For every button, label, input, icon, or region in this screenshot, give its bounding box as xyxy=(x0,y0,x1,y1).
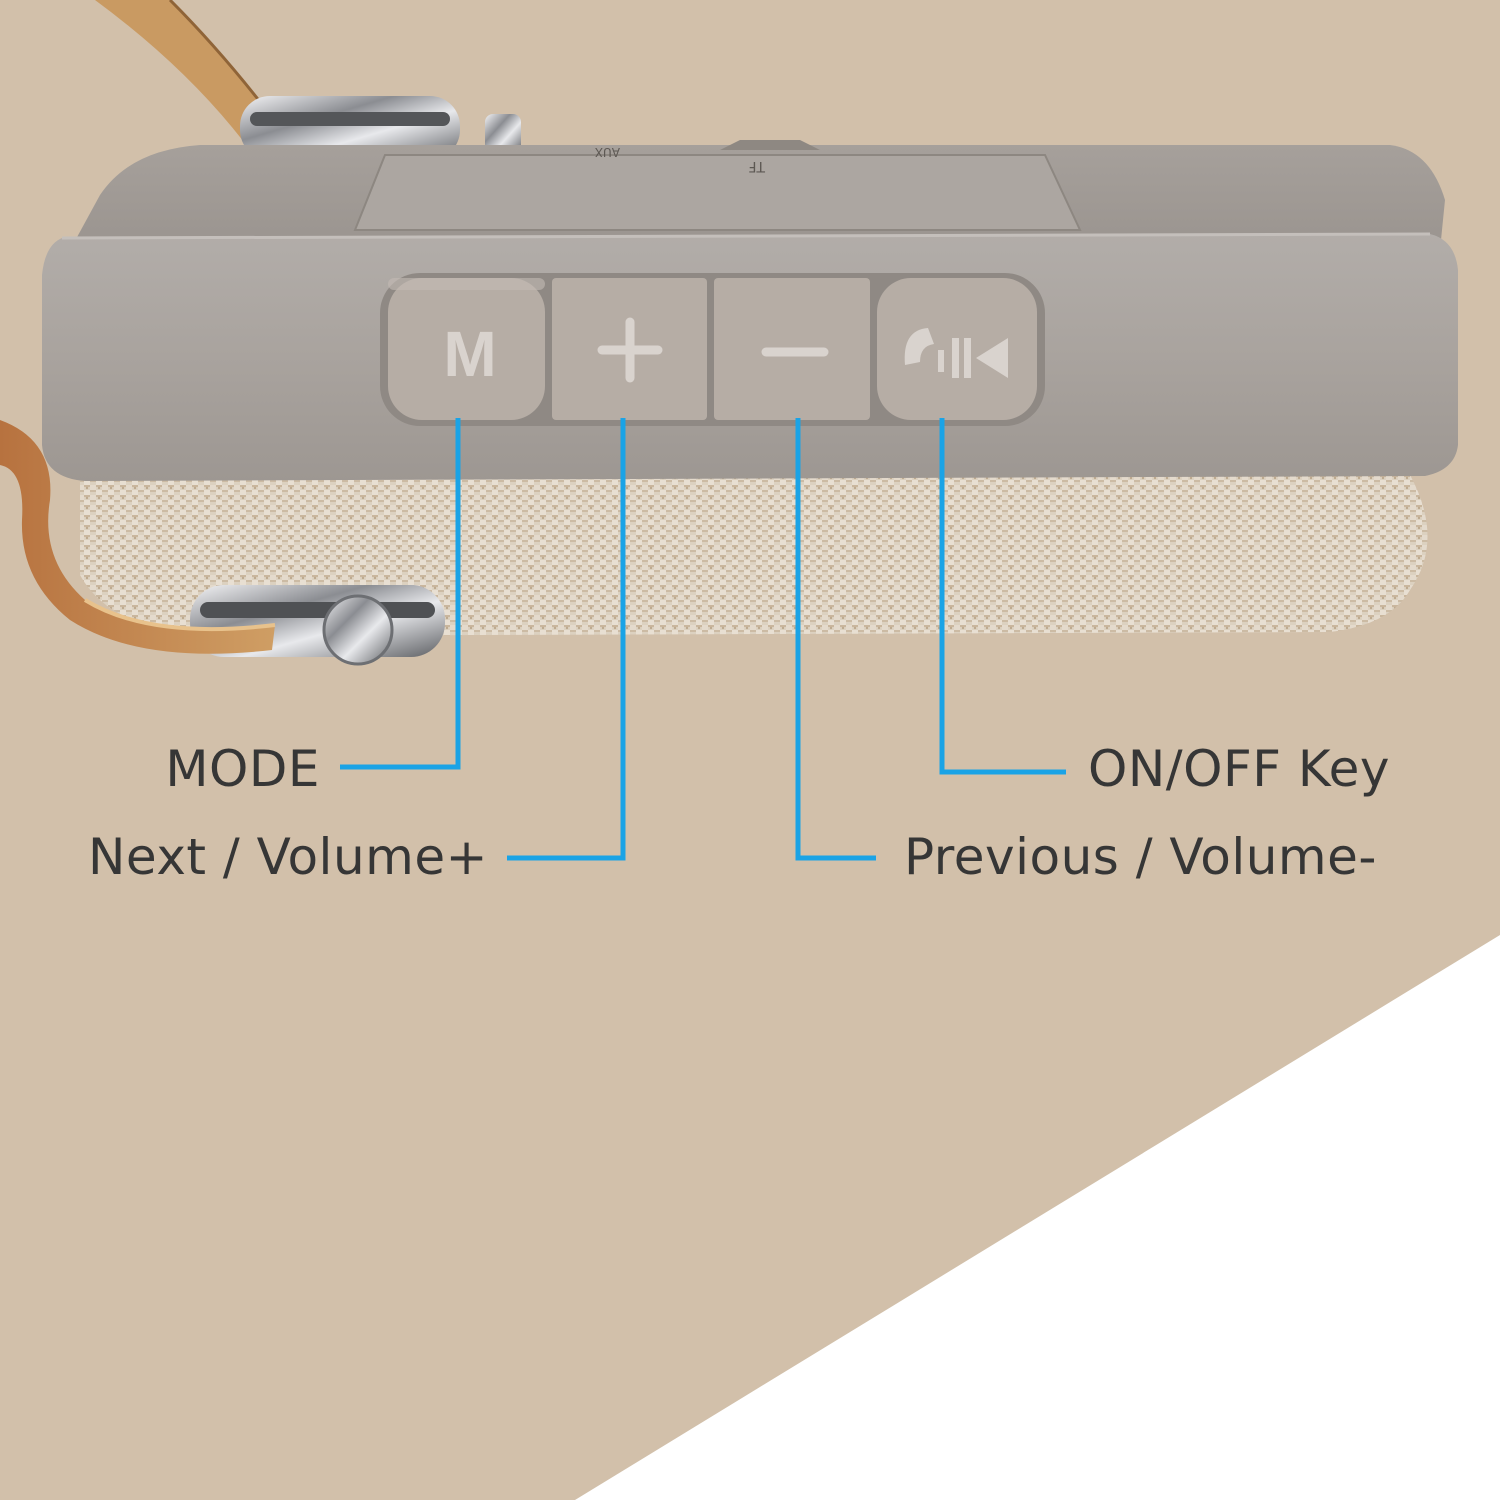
svg-text:TF: TF xyxy=(748,158,766,174)
svg-text:AUX: AUX xyxy=(595,145,620,159)
next-volume-label: Next / Volume+ xyxy=(88,828,488,886)
port-cover xyxy=(353,154,1082,231)
top-strap xyxy=(95,0,268,150)
button-panel xyxy=(380,273,1045,426)
mode-button[interactable] xyxy=(388,278,545,420)
phone-skip-back-icon xyxy=(904,328,1008,378)
callout-onoff xyxy=(939,418,1066,775)
top-chrome-hinge xyxy=(240,96,521,160)
mode-label: MODE xyxy=(165,740,320,798)
plus-icon xyxy=(597,317,663,383)
white-corner-background xyxy=(575,935,1500,1500)
callout-next xyxy=(507,418,626,861)
mode-icon: M xyxy=(443,318,496,390)
callout-lines xyxy=(340,418,1066,861)
callout-prev xyxy=(795,418,876,861)
on-off-key-label: ON/OFF Key xyxy=(1088,740,1391,798)
side-strap xyxy=(0,420,275,654)
previous-volume-label: Previous / Volume- xyxy=(904,828,1377,886)
callout-mode xyxy=(340,418,461,770)
